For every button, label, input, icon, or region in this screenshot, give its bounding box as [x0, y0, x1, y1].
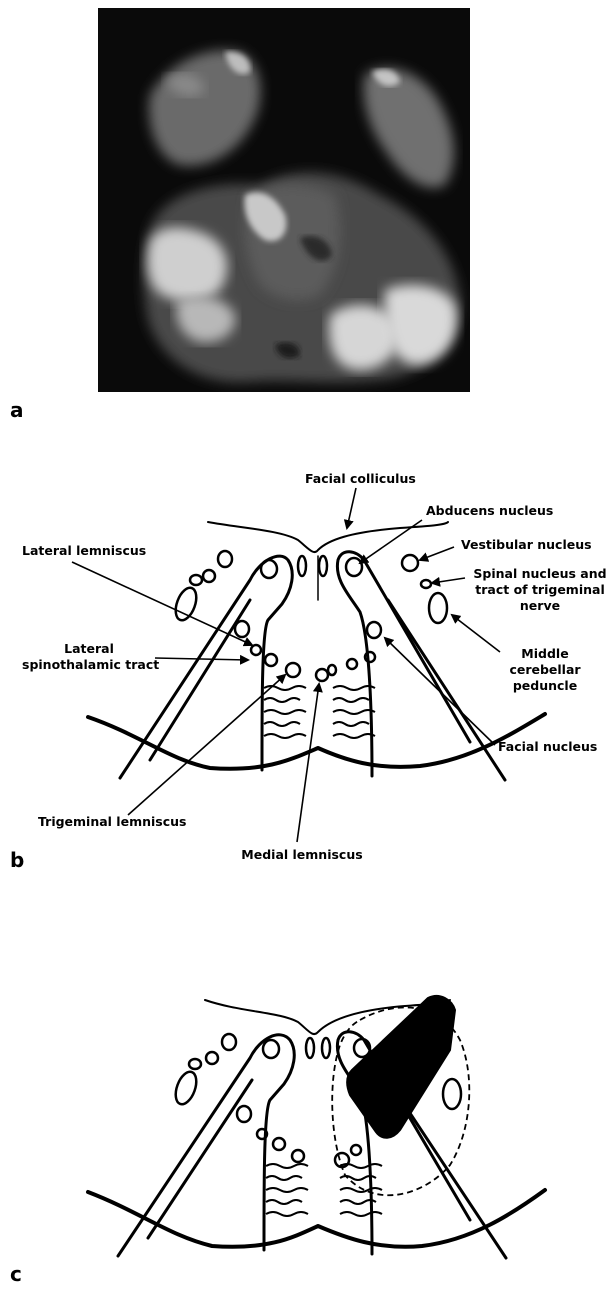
- left-abducens-nucleus: [261, 560, 277, 578]
- label-middle-cerebellar-line1: Middle: [490, 646, 600, 662]
- arrow-facial-colliculus: [347, 488, 356, 528]
- label-medial-lemniscus: Medial lemniscus: [212, 847, 392, 863]
- label-lateral-spinothalamic: Lateral spinothalamic tract: [22, 641, 156, 673]
- panel-letter-a: a: [10, 398, 24, 422]
- label-spinal-nucleus-line1: Spinal nucleus and: [470, 566, 610, 582]
- label-facial-colliculus: Facial colliculus: [305, 471, 416, 487]
- mri-image: [0, 0, 611, 420]
- label-vestibular-nucleus: Vestibular nucleus: [461, 537, 592, 553]
- medial-lemniscus-oval: [316, 669, 328, 681]
- arrow-spinal-nucleus: [432, 578, 465, 583]
- right-abducens-nucleus: [346, 558, 362, 576]
- label-middle-cerebellar-peduncle: Middle cerebellar peduncle: [490, 646, 600, 694]
- arrow-medial-lemniscus: [297, 684, 319, 842]
- arrow-facial-nucleus: [385, 638, 495, 745]
- arrow-lateral-spinothalamic: [155, 658, 248, 660]
- label-abducens-nucleus: Abducens nucleus: [426, 503, 553, 519]
- label-spinal-nucleus-line2: tract of trigeminal: [470, 582, 610, 598]
- label-lateral-spinothalamic-line1: Lateral: [22, 641, 156, 657]
- right-facial-nucleus: [367, 622, 381, 638]
- label-facial-nucleus: Facial nucleus: [498, 739, 597, 755]
- label-spinal-nucleus: Spinal nucleus and tract of trigeminal n…: [470, 566, 610, 614]
- label-trigeminal-lemniscus: Trigeminal lemniscus: [38, 814, 186, 830]
- panel-letter-c: c: [10, 1262, 22, 1286]
- label-middle-cerebellar-line3: peduncle: [490, 678, 600, 694]
- label-lateral-lemniscus: Lateral lemniscus: [22, 543, 146, 559]
- right-middle-cerebellar-peduncle: [429, 593, 447, 623]
- right-spinal-trigeminal: [421, 580, 431, 588]
- arrow-lateral-lemniscus: [72, 562, 252, 645]
- pons-diagram-lesion: [0, 880, 611, 1280]
- label-lateral-spinothalamic-line2: spinothalamic tract: [22, 657, 156, 673]
- left-middle-cerebellar-peduncle: [172, 585, 201, 623]
- label-spinal-nucleus-line3: nerve: [470, 598, 610, 614]
- right-vestibular-nucleus: [402, 555, 418, 571]
- panel-letter-b: b: [10, 848, 24, 872]
- label-middle-cerebellar-line2: cerebellar: [490, 662, 600, 678]
- arrow-vestibular-nucleus: [420, 547, 454, 560]
